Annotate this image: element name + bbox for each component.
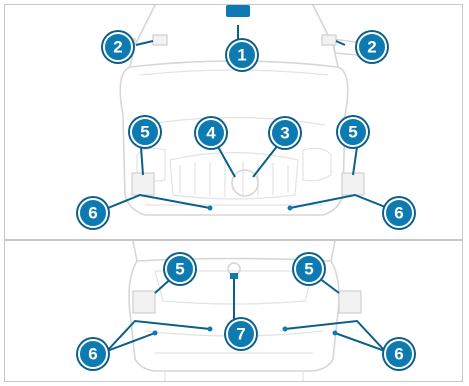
callout-3-grille-camera: 3 [268,116,302,150]
rear-camera-icon [230,273,238,279]
front-view-diagram: 2 1 2 4 3 5 5 6 6 [76,5,416,230]
callout-6-rear-left-ultrasonic: 6 [76,337,110,371]
front-view-panel: 2 1 2 4 3 5 5 6 6 [4,4,463,240]
callout-6-front-right-ultrasonic: 6 [382,196,416,230]
callout-6-rear-right-ultrasonic: 6 [382,337,416,371]
svg-text:3: 3 [280,124,289,143]
front-right-side-sensor-icon [341,172,365,196]
rear-right-side-sensor-icon [338,290,362,314]
rear-view-diagram: 5 5 7 6 6 [76,241,416,381]
rear-left-side-sensor-icon [132,290,156,314]
svg-text:5: 5 [175,260,184,279]
callout-2-left-mirror-camera: 2 [101,30,135,64]
callout-2-right-mirror-camera: 2 [355,30,389,64]
svg-text:2: 2 [113,38,122,57]
svg-text:6: 6 [88,204,97,223]
front-left-side-sensor-icon [131,172,155,196]
callout-1-windshield-camera: 1 [225,38,259,72]
callout-6-front-left-ultrasonic: 6 [76,196,110,230]
svg-text:2: 2 [367,38,376,57]
svg-text:1: 1 [237,46,246,65]
svg-text:5: 5 [348,123,357,142]
callout-5-rear-left-sensor: 5 [163,252,197,286]
callout-7-rear-camera: 7 [224,317,258,351]
svg-text:7: 7 [236,325,245,344]
svg-text:6: 6 [394,345,403,364]
svg-text:6: 6 [394,204,403,223]
svg-text:5: 5 [140,123,149,142]
front-leader-lines [102,25,394,211]
callout-5-front-right-sensor: 5 [336,115,370,149]
svg-text:5: 5 [304,260,313,279]
rear-view-panel: 5 5 7 6 6 [4,240,463,382]
callout-5-rear-right-sensor: 5 [292,252,326,286]
right-mirror-camera-icon [321,34,337,46]
svg-text:6: 6 [88,345,97,364]
svg-text:4: 4 [206,124,216,143]
callout-4-grille-radar: 4 [194,116,228,150]
callout-5-front-left-sensor: 5 [128,115,162,149]
left-mirror-camera-icon [152,34,168,46]
windshield-camera-icon [226,5,250,17]
